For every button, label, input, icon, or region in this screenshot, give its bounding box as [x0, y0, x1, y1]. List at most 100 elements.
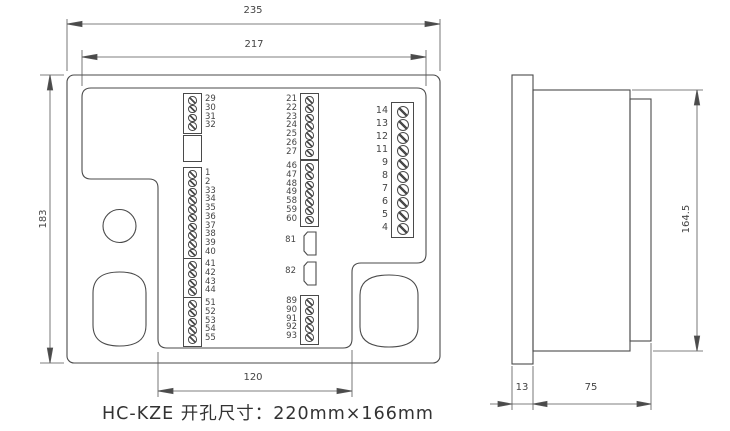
screw-terminal-icon [188, 335, 197, 344]
screw-terminal-icon [188, 196, 197, 205]
terminal-number: 26 [286, 137, 297, 148]
screw-terminal-icon [305, 298, 314, 307]
terminal-number: 33 [205, 185, 216, 196]
screw-column [183, 258, 202, 299]
terminal-number: 8 [381, 170, 388, 181]
terminal-number: 51 [205, 298, 216, 308]
screw-terminal-icon [188, 248, 197, 258]
screw-terminal-icon [305, 206, 314, 216]
terminal-number: 92 [286, 322, 297, 333]
screw-terminal-icon [305, 215, 314, 225]
screw-terminal-icon [396, 157, 409, 170]
dim-overall-width: 235 [243, 5, 263, 16]
screw-terminal-icon [188, 104, 197, 114]
screw-terminal-icon [305, 180, 314, 190]
screw-terminal-icon [305, 122, 314, 131]
drawing-caption: HC-KZE 开孔尺寸：220mm×166mm [102, 404, 434, 424]
terminal-number: 90 [286, 304, 297, 315]
screw-terminal-icon [188, 278, 197, 288]
terminal-number: 14 [375, 105, 388, 116]
screw-terminal-icon [188, 231, 197, 240]
terminal-number: 49 [286, 187, 297, 198]
connector-81-label: 81 [285, 235, 296, 245]
terminal-number: 43 [205, 276, 216, 287]
screw-column [391, 102, 414, 238]
screw-column [300, 93, 319, 161]
terminal-number: 47 [286, 169, 297, 180]
terminal-number: 21 [286, 94, 297, 104]
blank-module-slot [183, 135, 202, 162]
screw-terminal-icon [305, 113, 314, 123]
screw-terminal-icon [305, 139, 314, 149]
screw-terminal-icon [188, 326, 197, 335]
terminal-number: 25 [286, 129, 297, 139]
dim-bottom-width: 120 [243, 372, 263, 383]
case-outline [81, 87, 427, 349]
screw-terminal-icon [188, 317, 197, 327]
terminal-number: 29 [205, 94, 216, 104]
connector-81-icon [303, 231, 317, 256]
terminal-number: 7 [381, 183, 388, 194]
terminal-number: 27 [286, 146, 297, 157]
screw-terminal-icon [305, 104, 314, 114]
screw-terminal-icon [396, 183, 409, 196]
terminal-number: 59 [286, 204, 297, 215]
screw-terminal-icon [396, 118, 409, 131]
screw-terminal-icon [188, 308, 197, 318]
terminal-number: 40 [205, 246, 216, 257]
screw-terminal-icon [396, 196, 409, 209]
screw-terminal-icon [396, 105, 409, 118]
dim-inner-width: 217 [244, 39, 264, 50]
terminal-number: 11 [375, 144, 388, 155]
mounting-slot-left [92, 271, 147, 347]
screw-terminal-icon [188, 222, 197, 232]
mounting-slot-right [359, 274, 419, 348]
screw-terminal-icon [305, 171, 314, 181]
terminal-number: 37 [205, 220, 216, 231]
screw-column [300, 160, 319, 228]
screw-terminal-icon [188, 213, 197, 223]
screw-terminal-icon [396, 170, 409, 183]
screw-column [183, 167, 202, 261]
side-body-outline [532, 89, 631, 352]
screw-terminal-icon [305, 148, 314, 158]
dim-body-depth: 75 [584, 382, 598, 393]
terminal-number: 60 [286, 213, 297, 224]
terminal-number: 2 [205, 176, 211, 187]
terminal-number: 22 [286, 102, 297, 113]
terminal-number: 23 [286, 111, 297, 122]
terminal-number: 36 [205, 211, 216, 222]
screw-terminal-icon [188, 261, 197, 270]
screw-terminal-icon [396, 131, 409, 144]
dim-flange-depth: 13 [515, 382, 529, 393]
front-view-outlines [66, 74, 441, 364]
screw-terminal-icon [305, 333, 314, 342]
side-flange-outline [511, 74, 534, 365]
terminal-number: 35 [205, 203, 216, 213]
terminal-number: 46 [286, 161, 297, 171]
terminal-number: 53 [205, 315, 216, 326]
terminal-number: 44 [205, 285, 216, 296]
screw-terminal-icon [188, 187, 197, 197]
screw-terminal-icon [188, 240, 197, 249]
terminal-number: 31 [205, 111, 216, 122]
mounting-hole-circle [102, 208, 137, 244]
terminal-number: 48 [286, 178, 297, 189]
terminal-number: 52 [205, 306, 216, 317]
terminal-number: 13 [375, 118, 388, 129]
terminal-number: 24 [286, 120, 297, 131]
terminal-number: 91 [286, 313, 297, 324]
